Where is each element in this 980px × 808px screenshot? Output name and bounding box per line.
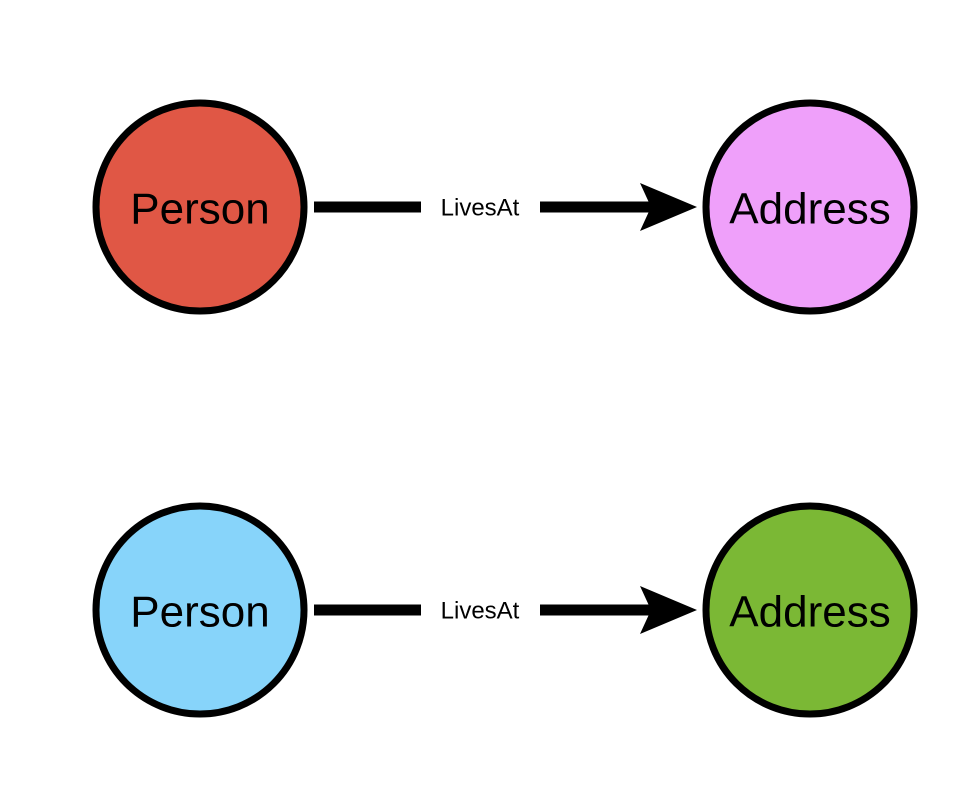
edge-label-livesat-1: LivesAt <box>441 195 520 222</box>
node-person-2[interactable]: Person <box>92 502 308 718</box>
node-address-circle-1 <box>702 99 918 315</box>
edge-person-livesat-address-2[interactable]: LivesAt <box>314 586 697 634</box>
arrow-head-icon-1 <box>640 183 697 231</box>
node-person-label-1: Person <box>130 185 269 234</box>
edge-label-livesat-2: LivesAt <box>441 598 520 625</box>
graph-row-2: LivesAt Person Address <box>92 502 918 718</box>
node-person-circle-2 <box>92 502 308 718</box>
node-address-label-1: Address <box>729 185 890 234</box>
edge-person-livesat-address-1[interactable]: LivesAt <box>314 183 697 231</box>
node-address-2[interactable]: Address <box>702 502 918 718</box>
node-address-1[interactable]: Address <box>702 99 918 315</box>
node-person-circle-1 <box>92 99 308 315</box>
node-person-1[interactable]: Person <box>92 99 308 315</box>
node-person-label-2: Person <box>130 588 269 637</box>
graph-row-1: LivesAt Person Address <box>92 99 918 315</box>
node-address-label-2: Address <box>729 588 890 637</box>
arrow-head-icon-2 <box>640 586 697 634</box>
node-address-circle-2 <box>702 502 918 718</box>
